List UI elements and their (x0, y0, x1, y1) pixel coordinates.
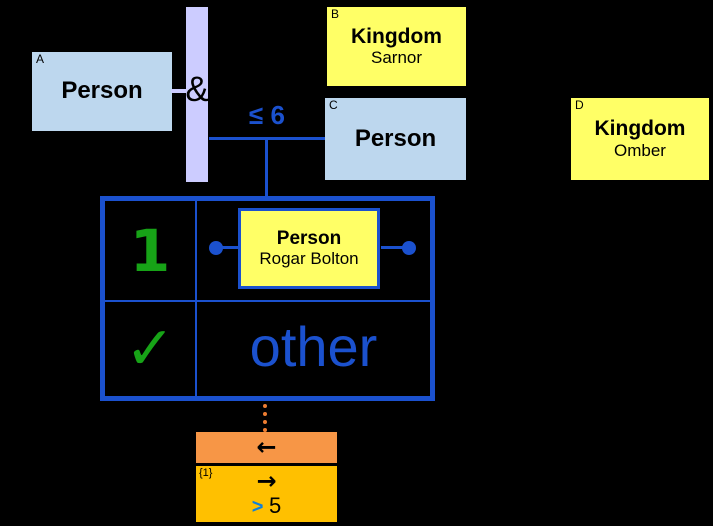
shape-tag-b: B (331, 7, 340, 21)
connector-dot-right (402, 241, 416, 255)
connector-dash (171, 89, 186, 93)
check-icon: ✓ (124, 314, 176, 384)
conjunction-bar (186, 7, 208, 182)
entity-subtitle-rogar-bolton: Rogar Bolton (259, 249, 359, 269)
dotted-connector (263, 404, 267, 432)
connector-stub-left (221, 246, 241, 249)
entity-box-kingdom-omber: D Kingdom Omber (571, 98, 709, 180)
comparison-label: > 5 (252, 494, 282, 519)
count-label: 1 (129, 216, 171, 285)
matrix-cell-entity: Person Rogar Bolton (197, 201, 430, 302)
ampersand-operator: & (185, 70, 209, 109)
entity-box-kingdom-sarnor: B Kingdom Sarnor (327, 7, 466, 86)
right-arrow-icon: → (256, 467, 277, 495)
entity-subtitle-omber: Omber (614, 140, 666, 160)
entity-title-rogar-bolton: Person (276, 227, 342, 249)
connector-stub-right (381, 246, 403, 249)
comparison-value: 5 (269, 493, 282, 518)
shape-tag-d: D (575, 98, 584, 112)
matrix-box: 1 Person Rogar Bolton ✓ other (100, 196, 435, 401)
left-arrow-icon: ← (256, 433, 277, 461)
matrix-cell-other: other (197, 302, 430, 396)
connector-dot-left (209, 241, 223, 255)
step-annotation: {1} (199, 467, 213, 479)
entity-title-kingdom-omber: Kingdom (594, 117, 686, 141)
entity-title-person-a: Person (61, 77, 143, 105)
step-forward-box: {1} → > 5 (196, 466, 337, 522)
entity-subtitle-sarnor: Sarnor (370, 48, 423, 68)
matrix-cell-check: ✓ (105, 302, 197, 396)
comparison-operator: > (251, 496, 264, 518)
other-label: other (249, 315, 378, 378)
matrix-cell-count: 1 (105, 201, 197, 302)
entity-title-person-c: Person (354, 124, 437, 152)
shape-tag-c: C (329, 98, 338, 112)
frequency-constraint-label: ≤ 6 (249, 100, 285, 130)
entity-box-person-a: A Person (32, 52, 172, 131)
entity-title-kingdom-sarnor: Kingdom (351, 24, 442, 48)
entity-box-rogar-bolton: Person Rogar Bolton (238, 208, 380, 289)
step-back-box: ← (196, 432, 337, 463)
shape-tag-a: A (36, 52, 45, 66)
entity-box-person-c: C Person (325, 98, 466, 180)
connector-vertical (265, 137, 268, 199)
